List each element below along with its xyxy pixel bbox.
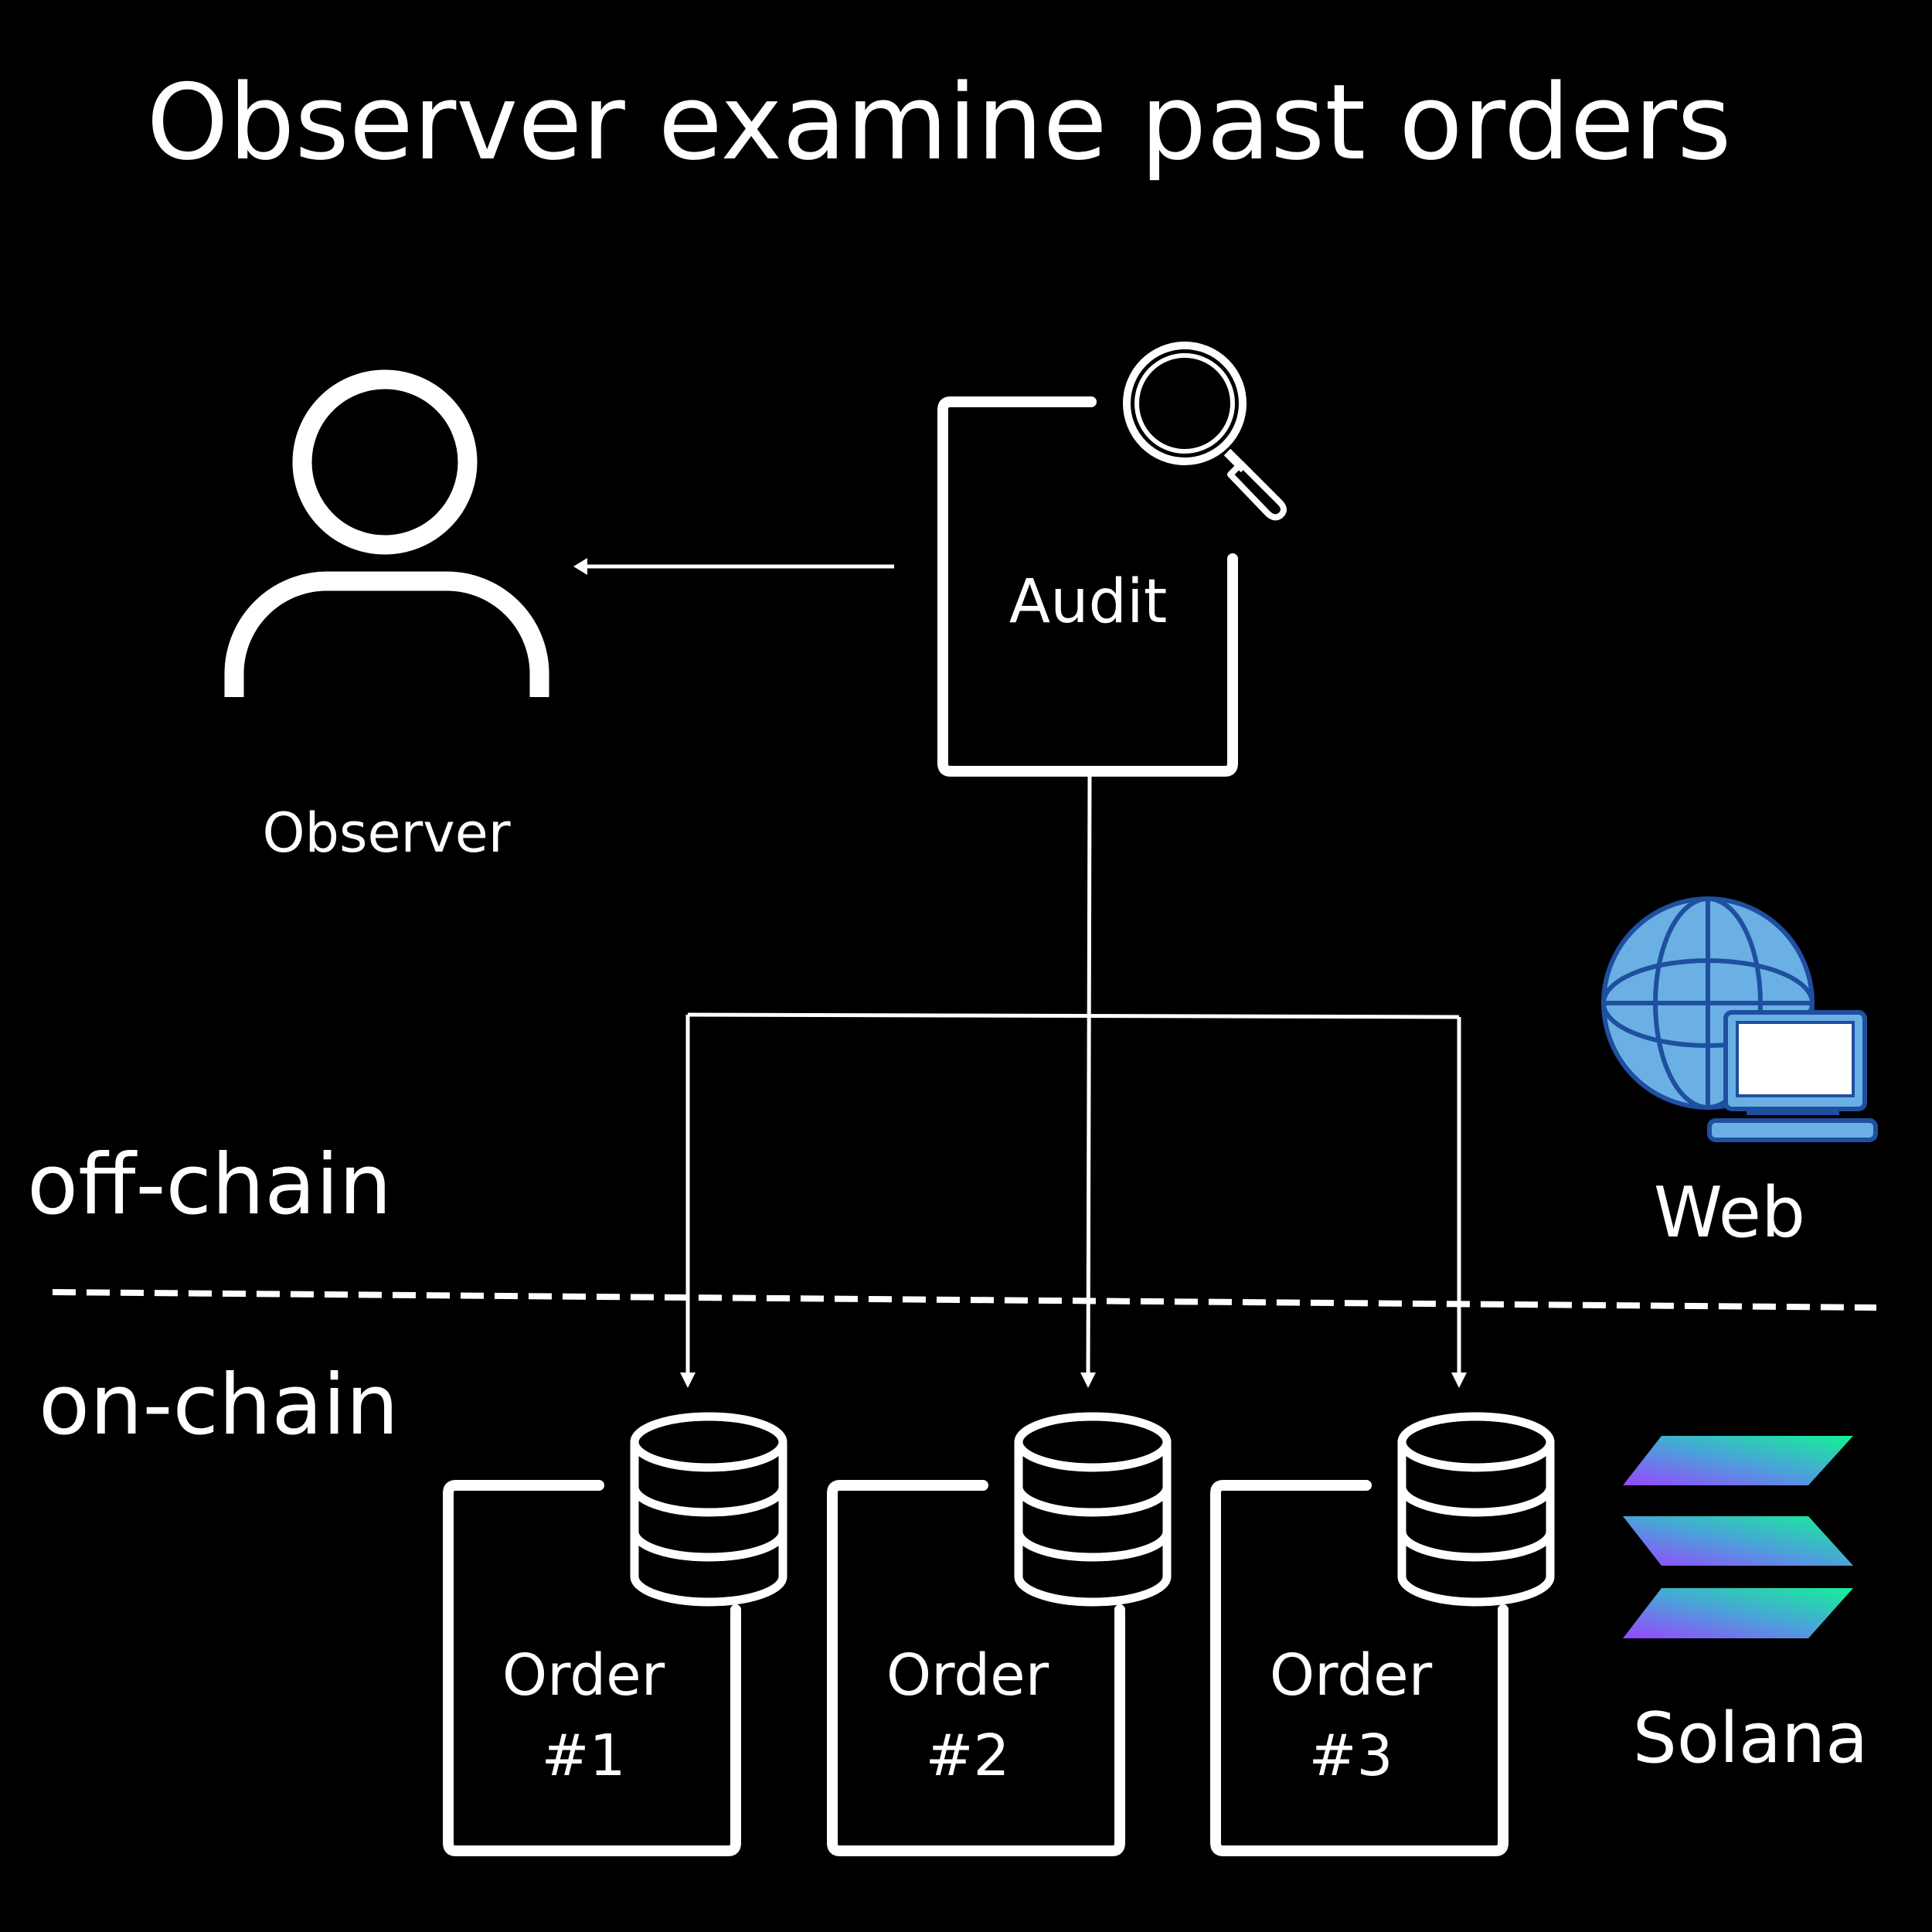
order-title: Order <box>886 1642 1049 1709</box>
solana-logo <box>1623 1436 1853 1638</box>
order-document <box>827 1480 1125 1856</box>
order-title: Order <box>1270 1642 1433 1709</box>
audit-document <box>937 396 1238 777</box>
off-chain-label: off-chain <box>27 1137 392 1233</box>
order-number: #3 <box>1308 1723 1393 1789</box>
database-icon <box>630 1412 787 1607</box>
order-document <box>443 1480 741 1856</box>
order-card: Order #3 <box>1210 1412 1555 1856</box>
audit-label: Audit <box>1009 567 1168 637</box>
observer-person-icon <box>224 369 549 697</box>
web-label: Web <box>1654 1172 1805 1253</box>
arrowhead-order-1 <box>680 1372 696 1388</box>
audit-to-orders-connectors <box>685 776 1461 1376</box>
solana-bar-top <box>1623 1436 1853 1485</box>
order-card: Order #2 <box>827 1412 1172 1856</box>
solana-label: Solana <box>1633 1698 1869 1779</box>
arrowhead-order-3 <box>1451 1372 1467 1388</box>
chain-divider <box>52 1289 1877 1311</box>
order-title: Order <box>502 1642 665 1709</box>
connector-arrowheads <box>680 1372 1467 1388</box>
solana-bar-middle <box>1623 1516 1853 1566</box>
order-number: #2 <box>925 1723 1009 1789</box>
page-title: Observer examine past orders <box>147 62 1732 183</box>
order-card: Order #1 <box>443 1412 787 1856</box>
orders-group: Order #1 Order #2 Order #3 <box>443 1412 1555 1856</box>
observer-label: Observer <box>262 801 510 865</box>
audit-to-observer-arrow <box>573 558 894 575</box>
solana-bar-bottom <box>1623 1588 1853 1638</box>
magnifier-icon <box>1123 342 1287 521</box>
order-number: #1 <box>541 1723 625 1789</box>
order-document <box>1210 1480 1509 1856</box>
database-icon <box>1397 1412 1555 1607</box>
arrowhead-order-2 <box>1080 1372 1096 1388</box>
database-icon <box>1014 1412 1172 1607</box>
on-chain-label: on-chain <box>39 1357 399 1454</box>
globe-laptop-icon <box>1601 896 1878 1142</box>
